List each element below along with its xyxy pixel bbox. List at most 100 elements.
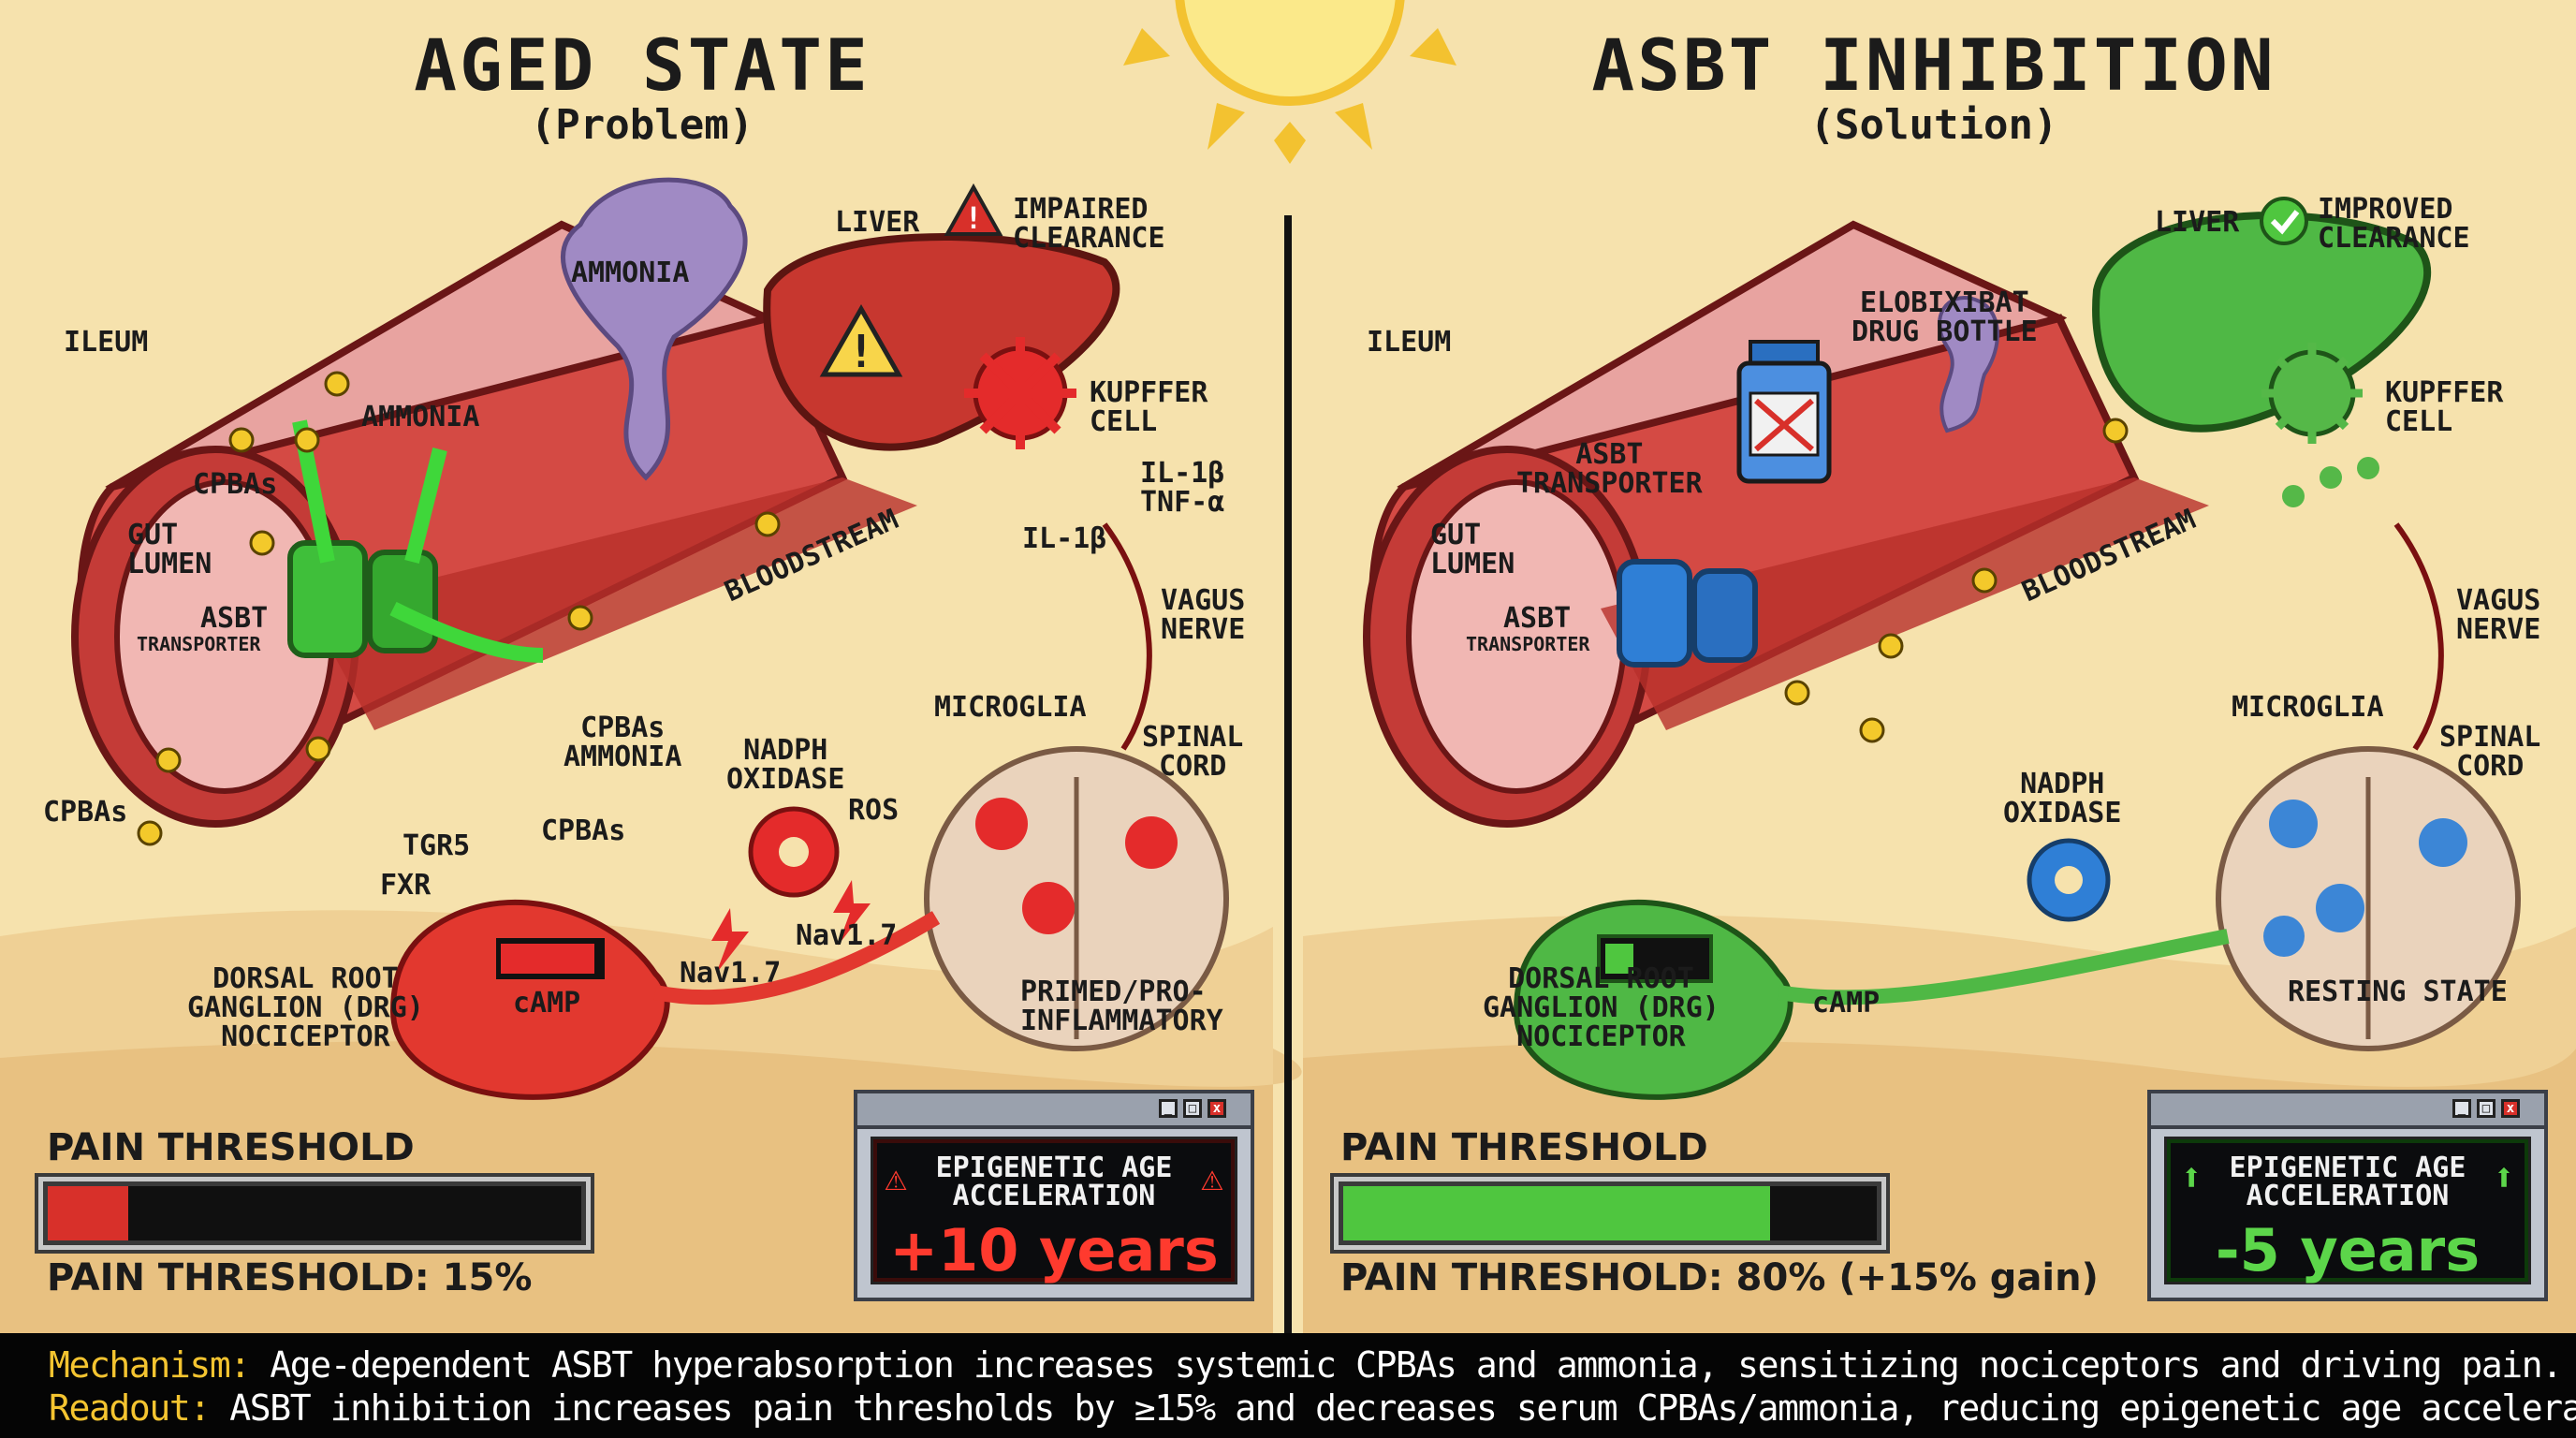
right-label-drug: ELOBIXIBAT DRUG BOTTLE [1852,286,2038,348]
drg-nociceptor-icon [1513,899,2230,1100]
left-label-il1b: IL-1β [1022,522,1107,555]
right-label-liver: LIVER [2155,206,2240,239]
left-label-asbt-sub: TRANSPORTER [137,633,261,655]
right-diagram [1363,197,2521,1100]
right-pain-threshold-fill [1343,1186,1770,1240]
footer-mechanism-text: Age-dependent ASBT hyperabsorption incre… [249,1344,2563,1386]
right-label-asbt-sub: TRANSPORTER [1466,633,1590,655]
minimize-icon[interactable]: _ [1159,1099,1178,1118]
nadph-oxidase-gear-icon [2027,838,2111,922]
ileum-tube [1363,220,2209,828]
left-label-primed: PRIMED/PRO- INFLAMMATORY [1020,976,1223,1037]
check-icon [2260,197,2308,245]
left-epigenetic-value: +10 years [889,1216,1219,1284]
left-pain-threshold-fill [48,1186,128,1240]
left-label-gut-lumen: GUT LUMEN [127,519,212,580]
left-label-nadph: NADPH OXIDASE [726,734,845,796]
kupffer-cell-icon [2261,343,2363,444]
vagus-nerve [2393,522,2444,751]
asbt-transporter-blocked-icon [1617,559,1758,668]
spinal-cord-icon [2216,746,2521,1051]
left-label-cpbas-drg: CPBAs [541,814,626,847]
warning-icon: ⚠ [1200,1156,1223,1199]
warning-icon: ! [944,183,1003,236]
right-label-nadph: NADPH OXIDASE [2003,768,2122,829]
up-arrow-icon: ⬆ [2180,1156,2203,1199]
left-label-cpbas-outside: CPBAs [43,796,128,829]
sun-icon [1123,0,1456,164]
right-label-spinal-cord: SPINAL CORD [2439,721,2541,783]
left-label-kupffer: KUPFFER CELL [1090,376,1208,438]
left-pain-threshold-text: PAIN THRESHOLD: 15% [47,1256,533,1299]
right-pain-threshold-text: PAIN THRESHOLD: 80% (+15% gain) [1340,1256,2099,1299]
minimize-icon[interactable]: _ [2452,1099,2471,1118]
drug-bottle-icon [1736,340,1832,484]
left-label-ileum: ILEUM [64,326,149,359]
left-panel-title: AGED STATE [414,23,871,107]
maximize-icon[interactable]: □ [1183,1099,1202,1118]
drg-nociceptor-icon [389,899,941,1100]
left-label-ammonia-lumen: AMMONIA [361,401,480,433]
left-label-fxr: FXR [380,869,432,902]
left-panel-subtitle: (Problem) [530,101,754,149]
left-label-camp: cAMP [513,987,581,1020]
left-label-liver-status: IMPAIRED CLEARANCE [1013,193,1165,255]
left-label-tgr5: TGR5 [402,829,471,862]
right-epigenetic-label: EPIGENETIC AGE ACCELERATION [2229,1152,2466,1212]
maximize-icon[interactable]: □ [2477,1099,2496,1118]
left-label-asbt: ASBT [200,602,269,635]
left-label-nav-a: Nav1.7 [680,957,782,990]
right-label-drg: DORSAL ROOT GANGLION (DRG) NOCICEPTOR [1483,962,1720,1053]
svg-text:!: ! [848,326,875,378]
right-epigenetic-screen: ⬆ ⬆ EPIGENETIC AGE ACCELERATION -5 years [2164,1137,2531,1284]
right-pain-threshold-title: PAIN THRESHOLD [1340,1126,1708,1169]
left-label-ammonia-cloud: AMMONIA [571,257,690,289]
left-pain-threshold-title: PAIN THRESHOLD [47,1126,415,1169]
svg-text:!: ! [964,200,982,236]
left-diagram: ! ! [71,177,1229,1100]
left-label-cpbas-ammonia: CPBAs AMMONIA [564,712,682,773]
vagus-nerve [1102,522,1152,751]
right-epigenetic-titlebar: _ □ x [2151,1093,2544,1129]
right-pain-threshold-bar [1339,1181,1881,1245]
footer: Mechanism: Age-dependent ASBT hyperabsor… [0,1333,2576,1438]
right-label-ileum: ILEUM [1367,326,1452,359]
right-label-asbt: ASBT [1503,602,1572,635]
left-label-il1b-tnfa: IL-1β TNF-α [1140,457,1225,519]
close-icon[interactable]: x [2501,1099,2520,1118]
up-arrow-icon: ⬆ [2492,1156,2515,1199]
ammonia-cloud-icon [561,177,748,481]
footer-mechanism: Mechanism: Age-dependent ASBT hyperabsor… [49,1344,2563,1386]
left-epigenetic-label: EPIGENETIC AGE ACCELERATION [935,1152,1173,1212]
nadph-oxidase-gear-icon [748,806,840,898]
right-label-vagus: VAGUS NERVE [2456,584,2541,646]
right-epigenetic-window: _ □ x ⬆ ⬆ EPIGENETIC AGE ACCELERATION -5… [2147,1090,2548,1301]
close-icon[interactable]: x [1208,1099,1226,1118]
right-label-gut-lumen: GUT LUMEN [1430,519,1515,580]
footer-mechanism-key: Mechanism: [49,1344,251,1386]
right-label-camp: cAMP [1812,987,1881,1020]
right-label-liver-status: IMPROVED CLEARANCE [2318,193,2470,255]
left-epigenetic-screen: ⚠ ⚠ EPIGENETIC AGE ACCELERATION +10 year… [871,1137,1237,1284]
warning-icon: ⚠ [885,1156,908,1199]
right-panel-title: ASBT INHIBITION [1591,23,2276,107]
left-label-nav-b: Nav1.7 [796,919,898,952]
right-panel-subtitle: (Solution) [1809,101,2058,149]
right-label-microglia: MICROGLIA [2232,691,2384,724]
left-label-cpbas-lumen: CPBAs [193,468,278,501]
left-label-vagus: VAGUS NERVE [1161,584,1246,646]
left-label-liver: LIVER [835,206,920,239]
right-label-kupffer: KUPFFER CELL [2385,376,2504,438]
right-label-resting: RESTING STATE [2288,976,2508,1008]
kupffer-cell-icon [964,337,1076,449]
right-epigenetic-value: -5 years [2215,1216,2481,1284]
footer-readout-key: Readout: [49,1387,211,1429]
left-label-drg: DORSAL ROOT GANGLION (DRG) NOCICEPTOR [187,962,424,1053]
left-pain-threshold-bar [43,1181,586,1245]
left-epigenetic-window: _ □ x ⚠ ⚠ EPIGENETIC AGE ACCELERATION +1… [854,1090,1254,1301]
left-label-microglia: MICROGLIA [934,691,1087,724]
panel-divider [1284,215,1292,1333]
left-label-ros: ROS [848,794,900,827]
left-epigenetic-titlebar: _ □ x [857,1093,1251,1129]
right-label-asbt-top: ASBT TRANSPORTER [1516,438,1703,500]
